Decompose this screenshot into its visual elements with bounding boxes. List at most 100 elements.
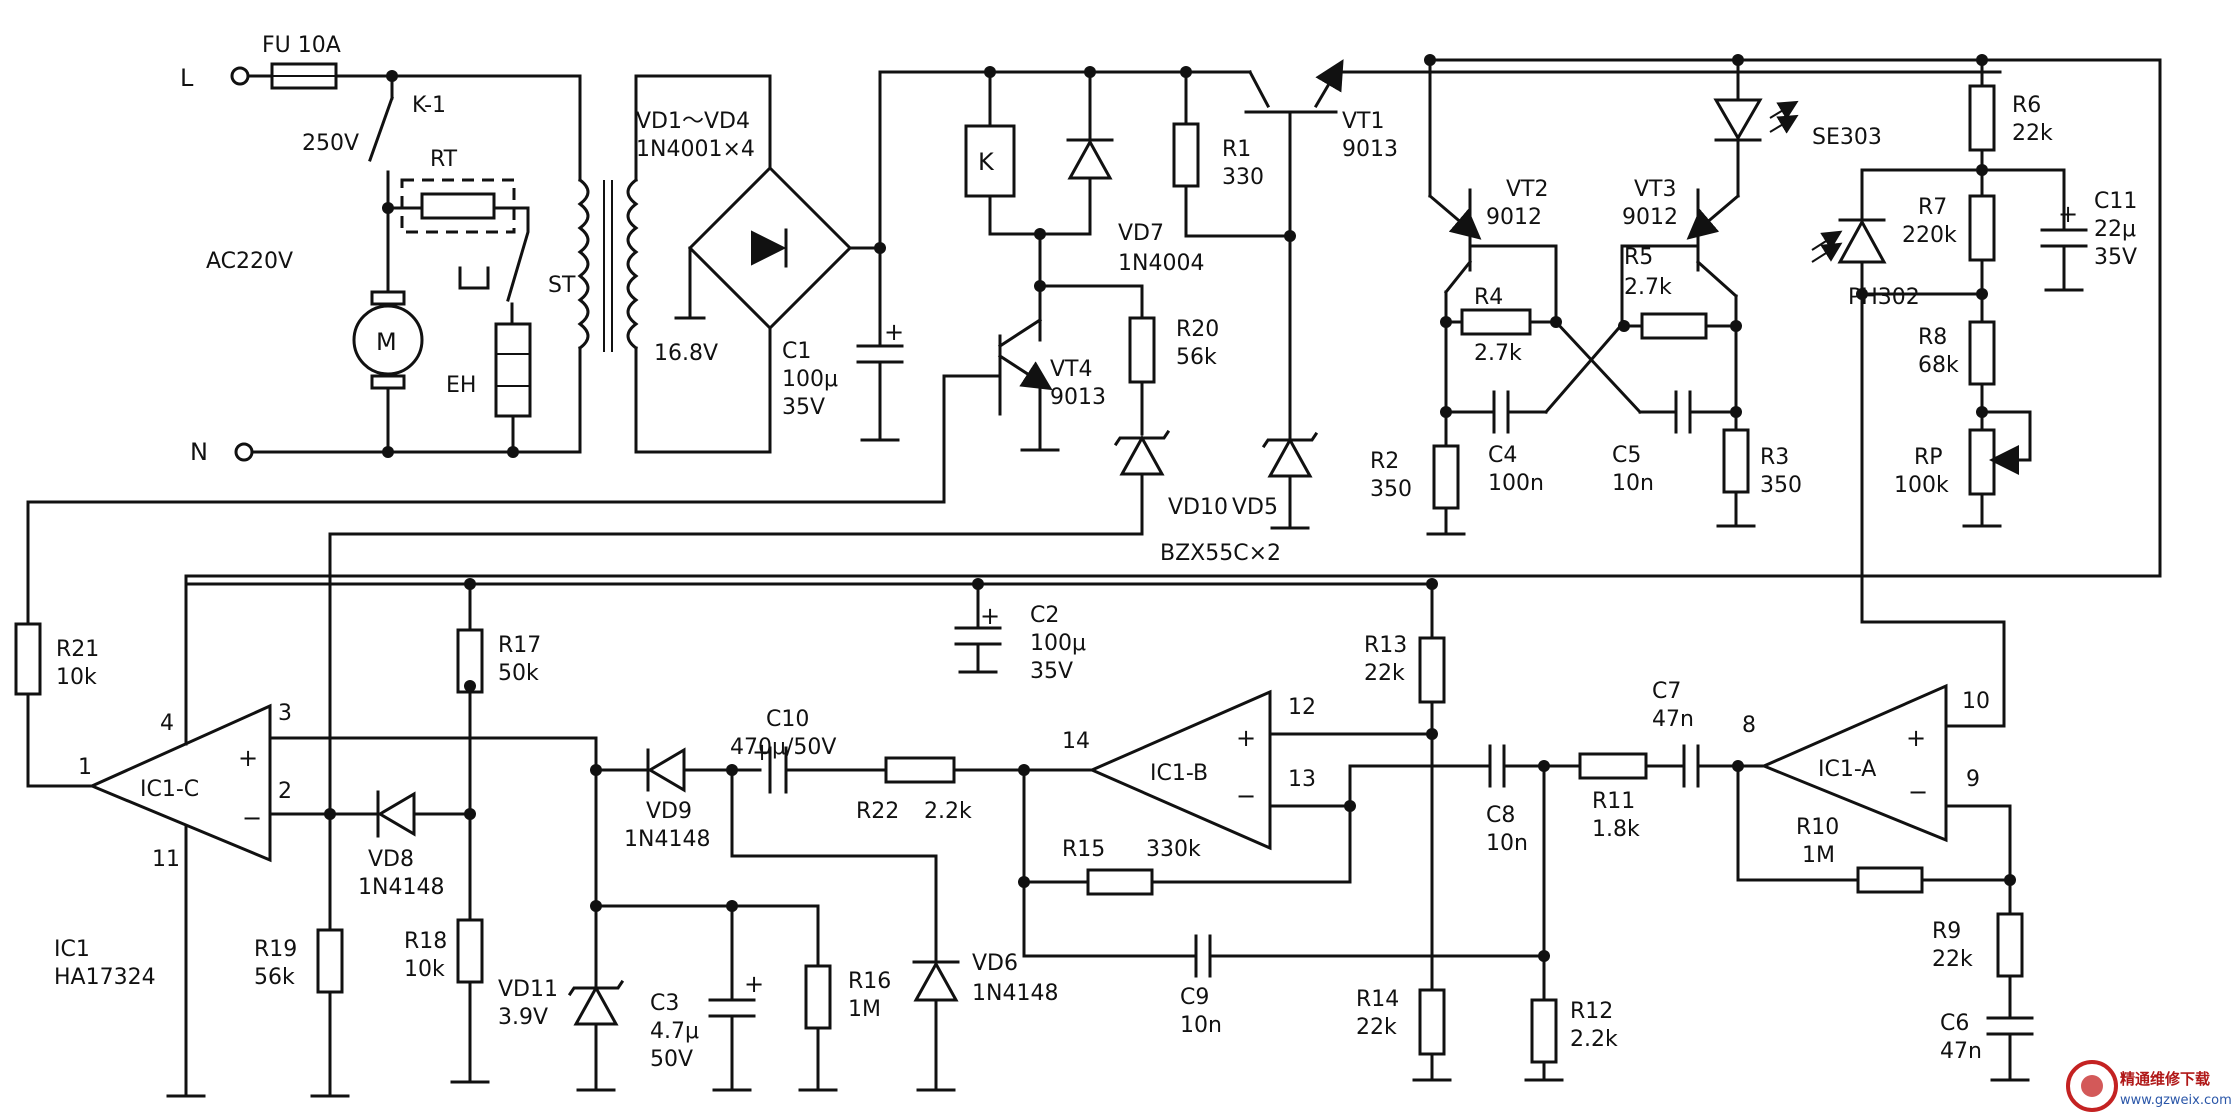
r2-resistor <box>1432 444 1460 510</box>
ic1c-pin1: 1 <box>78 755 92 780</box>
vt2-label: VT2 <box>1506 177 1549 202</box>
svg-text:−: − <box>1236 782 1256 810</box>
power-supply-section: VD1～VD4 1N4001×4 16.8V + C1 100μ 35V K V… <box>26 59 2002 566</box>
svg-text:+: + <box>238 744 258 772</box>
ic1c-section: R21 10k IC1-C + − 1 2 3 4 11 IC1 HA17324… <box>14 500 1438 1098</box>
ic1b-pin14: 14 <box>1062 729 1090 754</box>
vd8-label: VD8 <box>368 847 414 872</box>
watermark-logo-icon <box>2066 1060 2118 1112</box>
r11-value: 1.8k <box>1592 817 1640 842</box>
contact-rating-label: 250V <box>302 131 359 156</box>
vt4-part: 9013 <box>1050 385 1106 410</box>
ic1b-label: IC1-B <box>1150 761 1208 786</box>
rp-label: RP <box>1914 445 1943 470</box>
r22-label: R22 <box>856 799 899 824</box>
ic1c-pin3: 3 <box>278 701 292 726</box>
r6-value: 22k <box>2012 121 2053 146</box>
secondary-voltage-label: 16.8V <box>654 341 718 366</box>
r5-label: R5 <box>1624 245 1653 270</box>
r17-value: 50k <box>498 661 539 686</box>
transformer-primary <box>577 177 590 351</box>
c6-value: 47n <box>1940 1039 1982 1064</box>
r10-label: R10 <box>1796 815 1839 840</box>
r18-value: 10k <box>404 957 445 982</box>
c10-label: C10 <box>766 707 809 732</box>
r21-value: 10k <box>56 665 97 690</box>
r13-label: R13 <box>1364 633 1407 658</box>
ic1b-opamp <box>1088 689 1272 851</box>
vt2-part: 9012 <box>1486 205 1542 230</box>
zener-part-label: BZX55C×2 <box>1160 541 1281 566</box>
watermark-brand: 精通维修下载 <box>2120 1070 2210 1088</box>
r15-label: R15 <box>1062 837 1105 862</box>
r4-value: 2.7k <box>1474 341 1522 366</box>
thermistor-box <box>400 178 516 234</box>
ic1c-pin2: 2 <box>278 779 292 804</box>
ic1c-pin11: 11 <box>152 847 180 872</box>
r12-label: R12 <box>1570 999 1613 1024</box>
ic1-name: IC1 <box>54 937 90 962</box>
rp-value: 100k <box>1894 473 1949 498</box>
r19-resistor <box>316 928 344 994</box>
r16-resistor <box>804 964 832 1030</box>
vd7-label: VD7 <box>1118 221 1164 246</box>
motor <box>352 304 424 376</box>
r13-value: 22k <box>1364 661 1405 686</box>
relay-label: K <box>978 148 995 176</box>
se303-label: SE303 <box>1812 125 1882 150</box>
ic1c-label: IC1-C <box>140 777 199 802</box>
r10-value: 1M <box>1802 843 1835 868</box>
oscillator-section: VT2 9012 R4 2.7k R2 350 C4 100n SE303 <box>1370 54 2162 536</box>
vt1-label: VT1 <box>1342 109 1385 134</box>
ic1a-pin8: 8 <box>1742 713 1756 738</box>
svg-text:+: + <box>980 602 1000 630</box>
r9-label: R9 <box>1932 919 1961 944</box>
r9-resistor <box>1996 912 2024 978</box>
r15-resistor <box>1086 868 1154 896</box>
bridge-label: VD1～VD4 <box>636 109 750 134</box>
r1-label: R1 <box>1222 137 1251 162</box>
c5-value: 10n <box>1612 471 1654 496</box>
heater-label: EH <box>446 373 476 398</box>
c4-label: C4 <box>1488 443 1517 468</box>
r1-resistor <box>1172 122 1200 188</box>
thermostat-label: ST <box>548 273 576 298</box>
vd11-zener <box>573 984 619 1026</box>
svg-text:+: + <box>884 318 904 346</box>
relay-contact-label: K-1 <box>412 93 446 118</box>
r1-value: 330 <box>1222 165 1264 190</box>
neutral-label: N <box>190 438 208 466</box>
ic1a-opamp <box>1760 683 1948 843</box>
c2-label: C2 <box>1030 603 1059 628</box>
vd8-part: 1N4148 <box>358 875 444 900</box>
r14-resistor <box>1418 988 1446 1056</box>
svg-text:−: − <box>1908 778 1928 806</box>
ic1c-opamp <box>88 703 272 863</box>
c7-value: 47n <box>1652 707 1694 732</box>
svg-text:+: + <box>744 970 764 998</box>
relay-contact-k1 <box>368 96 394 162</box>
thermistor <box>420 192 496 220</box>
vd6-label: VD6 <box>972 951 1018 976</box>
c1-label: C1 <box>782 339 811 364</box>
c1-rating: 35V <box>782 395 825 420</box>
r12-resistor <box>1530 998 1558 1064</box>
r6-resistor <box>1968 84 1996 152</box>
transformer-secondary <box>626 177 639 351</box>
watermark: 精通维修下载 www.gzweix.com <box>2066 1060 2232 1112</box>
r18-label: R18 <box>404 929 447 954</box>
ic1b-section: IC1-B + − 14 12 13 R15 330k C9 10n R13 2… <box>1018 582 1740 1082</box>
svg-text:−: − <box>242 804 262 832</box>
svg-text:+: + <box>1236 724 1256 752</box>
thermistor-label: RT <box>430 147 458 172</box>
svg-text:+: + <box>1906 724 1926 752</box>
vd7-part: 1N4004 <box>1118 251 1204 276</box>
r7-label: R7 <box>1918 195 1947 220</box>
c11-label: C11 <box>2094 189 2137 214</box>
c2-value: 100μ <box>1030 631 1086 656</box>
r3-label: R3 <box>1760 445 1789 470</box>
r9-value: 22k <box>1932 947 1973 972</box>
r21-resistor <box>14 622 42 696</box>
live-terminal <box>230 66 250 86</box>
